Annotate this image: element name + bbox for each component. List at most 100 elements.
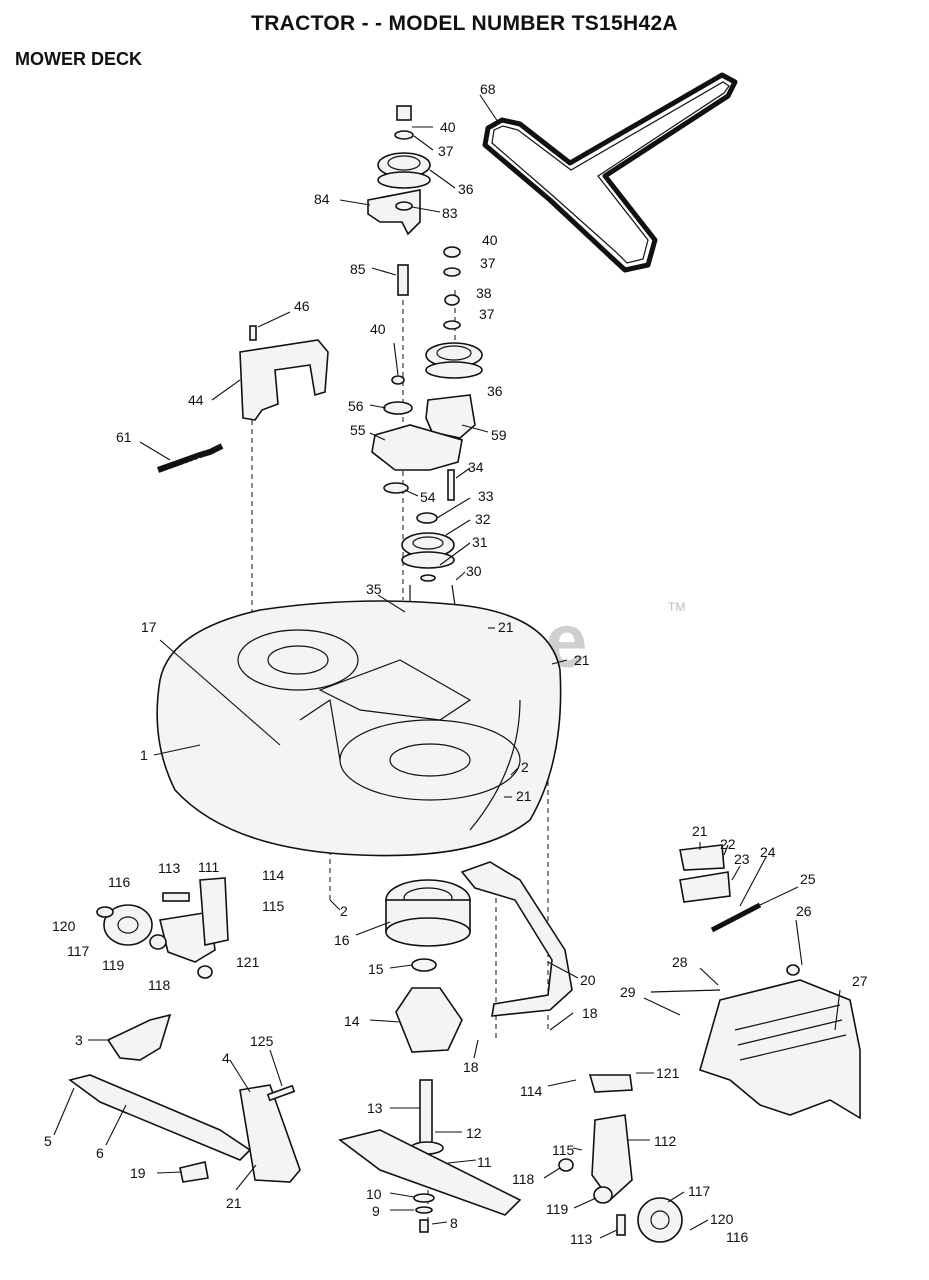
callout-label: 23	[734, 851, 750, 867]
callout-label: 56	[348, 398, 364, 414]
callout-label: 55	[350, 422, 366, 438]
discharge-chute	[650, 844, 861, 1120]
callout-label: 85	[350, 261, 366, 277]
callout-label: 27	[852, 973, 868, 989]
callout-label: 117	[688, 1183, 711, 1199]
rear-bracket-left	[96, 877, 229, 979]
callout-label: 21	[498, 619, 514, 635]
callout-label: 120	[52, 918, 76, 934]
callout-label: 113	[158, 860, 181, 876]
callout-label: 2	[340, 903, 348, 919]
callout-label: 28	[672, 954, 688, 970]
callout-label: 121	[236, 954, 260, 970]
callout-label: 116	[726, 1229, 749, 1245]
callout-label: 61	[116, 429, 132, 445]
callout-label: 18	[463, 1059, 479, 1075]
callout-label: 10	[366, 1186, 382, 1202]
callout-label: 9	[372, 1203, 380, 1219]
callout-label: 121	[656, 1065, 680, 1081]
callout-label: 119	[102, 957, 125, 973]
callout-label: 17	[141, 619, 157, 635]
callout-label: 8	[450, 1215, 458, 1231]
callout-label: 84	[314, 191, 330, 207]
callout-label: 26	[796, 903, 812, 919]
deck-spring	[156, 443, 224, 475]
callout-label: 44	[188, 392, 204, 408]
callout-label: 6	[96, 1145, 104, 1161]
callout-label: 116	[108, 874, 131, 890]
callout-label: 2	[521, 759, 529, 775]
callout-label: 40	[370, 321, 386, 337]
callout-label: 38	[476, 285, 492, 301]
callout-label: 11	[477, 1154, 492, 1170]
callout-label: 115	[552, 1142, 575, 1158]
callout-label: 3	[75, 1032, 83, 1048]
callout-label: 30	[466, 563, 482, 579]
mower-deck	[156, 600, 562, 857]
watermark-trademark: TM	[668, 600, 686, 614]
callout-label: 113	[570, 1231, 593, 1247]
callout-label: 24	[760, 844, 776, 860]
callout-label: 125	[250, 1033, 274, 1049]
callout-label: 20	[580, 972, 596, 988]
deck-lift-arm	[460, 861, 573, 1017]
callout-label: 119	[546, 1201, 569, 1217]
callout-label: 29	[620, 984, 636, 1000]
callout-label: 37	[438, 143, 454, 159]
callout-label: 33	[478, 488, 494, 504]
callout-label: 111	[198, 859, 219, 875]
spindle-assembly	[338, 879, 522, 1233]
callout-label: 36	[458, 181, 474, 197]
callout-label: 37	[479, 306, 495, 322]
idler-arm-assembly	[371, 375, 463, 615]
callout-label: 54	[420, 489, 436, 505]
callout-label: 21	[516, 788, 532, 804]
callout-label: 112	[654, 1133, 677, 1149]
callout-label: 68	[480, 81, 496, 97]
drive-belt	[482, 72, 738, 273]
idler-pulley-stack-lower	[425, 246, 483, 439]
callout-label: 115	[262, 898, 285, 914]
callout-label: 21	[692, 823, 708, 839]
belt-guard	[239, 325, 329, 421]
callout-label: 36	[487, 383, 503, 399]
rear-bracket-right	[558, 1074, 683, 1243]
callout-label: 37	[480, 255, 496, 271]
callout-label: 21	[574, 652, 590, 668]
callout-label: 1	[140, 747, 148, 763]
callout-label: 46	[294, 298, 310, 314]
front-linkage	[68, 1013, 301, 1183]
callout-label: 31	[472, 534, 488, 550]
page-title: TRACTOR - - MODEL NUMBER TS15H42A	[251, 12, 678, 35]
callout-label: 12	[466, 1125, 482, 1141]
callout-label: 114	[520, 1083, 543, 1099]
callout-label: 25	[800, 871, 816, 887]
callout-label: 35	[366, 581, 382, 597]
callout-label: 18	[582, 1005, 598, 1021]
callout-label: 114	[262, 867, 285, 883]
callout-label: 19	[130, 1165, 146, 1181]
callout-label: 5	[44, 1133, 52, 1149]
callout-label: 4	[222, 1050, 230, 1066]
callout-labels: 68 40 37 36 84 83 85 40 37 38 37 36 46 4…	[44, 81, 868, 1247]
callout-label: 32	[475, 511, 491, 527]
callout-label: 59	[491, 427, 507, 443]
idler-pulley-stack-upper	[367, 105, 431, 296]
callout-label: 40	[440, 119, 456, 135]
callout-label: 34	[468, 459, 484, 475]
callout-label: 83	[442, 205, 458, 221]
callout-label: 117	[67, 943, 90, 959]
section-title: MOWER DECK	[15, 49, 142, 69]
callout-label: 118	[148, 977, 171, 993]
callout-label: 14	[344, 1013, 360, 1029]
callout-label: 16	[334, 932, 350, 948]
callout-label: 22	[720, 836, 736, 852]
callout-label: 40	[482, 232, 498, 248]
callout-label: 120	[710, 1211, 734, 1227]
callout-label: 21	[226, 1195, 242, 1211]
callout-label: 118	[512, 1171, 535, 1187]
callout-label: 13	[367, 1100, 383, 1116]
callout-label: 15	[368, 961, 384, 977]
leader-lines	[53, 94, 841, 1239]
